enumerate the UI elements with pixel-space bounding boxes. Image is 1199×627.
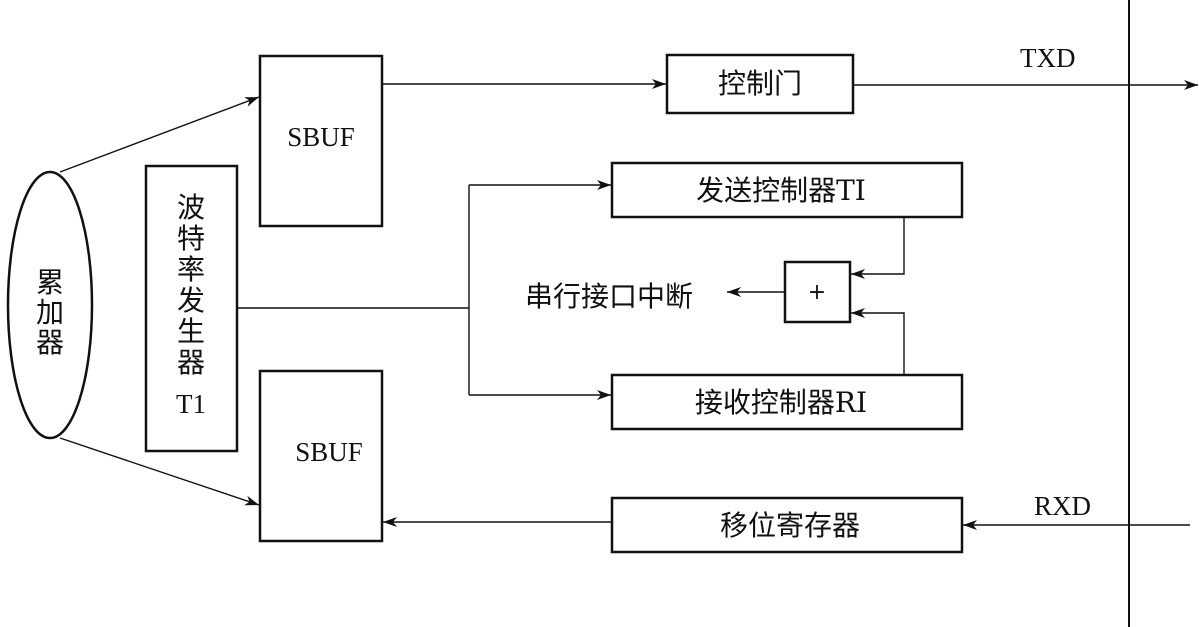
baud-generator-char: 器	[177, 346, 205, 379]
rxd-label: RXD	[1034, 491, 1091, 521]
rx-controller-label: 接收控制器RI	[695, 386, 867, 419]
edge-accumulator-to-sbuf-top	[59, 96, 260, 173]
baud-generator-char: 发	[177, 284, 205, 317]
edge-tx-controller-to-or-gate	[851, 217, 905, 279]
sbuf-receive-label: SBUF	[295, 437, 363, 467]
sbuf-receive-node: SBUF	[258, 369, 384, 543]
rx-controller-node: 接收控制器RI	[610, 373, 964, 431]
txd-label: TXD	[1020, 43, 1076, 73]
baud-rate-generator-node: 波 特 率 发 生 器 T1	[144, 164, 239, 453]
baud-generator-char: 波	[177, 191, 205, 224]
baud-generator-t1: T1	[176, 389, 206, 419]
baud-generator-char: 生	[177, 315, 205, 348]
baud-generator-char: 率	[177, 253, 205, 286]
edge-accumulator-to-sbuf-bottom	[59, 437, 260, 506]
control-gate-label: 控制门	[718, 67, 802, 100]
shift-register-node: 移位寄存器	[610, 496, 964, 554]
tx-controller-node: 发送控制器TI	[610, 161, 964, 219]
or-gate-node: +	[783, 260, 852, 324]
accumulator-char: 加	[36, 296, 64, 329]
serial-interrupt-label: 串行接口中断	[525, 280, 693, 313]
or-gate-label: +	[808, 280, 826, 305]
baud-generator-char: 特	[177, 222, 205, 255]
control-gate-node: 控制门	[665, 53, 855, 115]
accumulator-node: 累 加 器	[6, 170, 94, 440]
tx-controller-label: 发送控制器TI	[696, 174, 866, 207]
sbuf-transmit-node: SBUF	[258, 54, 384, 228]
edge-rx-controller-to-or-gate	[851, 308, 905, 375]
accumulator-char: 器	[36, 326, 64, 359]
accumulator-char: 累	[36, 266, 64, 299]
sbuf-transmit-label: SBUF	[287, 122, 355, 152]
shift-register-label: 移位寄存器	[720, 509, 860, 542]
